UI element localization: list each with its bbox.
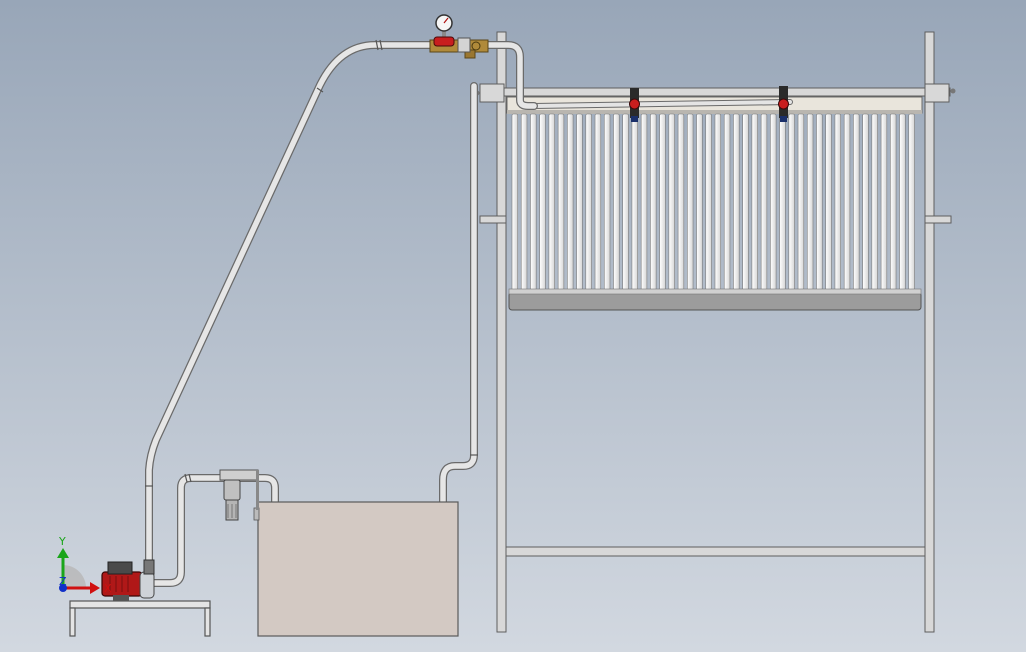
frame-post-right xyxy=(924,31,935,633)
y-axis-label: Y xyxy=(58,535,66,548)
membrane-fin xyxy=(714,113,722,291)
membrane-fin xyxy=(908,113,915,291)
inline-filter xyxy=(219,469,259,521)
frame-top-rail xyxy=(479,87,951,97)
membrane-fin xyxy=(668,113,675,291)
support-frame xyxy=(479,31,952,633)
pump-assembly xyxy=(101,559,155,601)
membrane-fin xyxy=(539,113,546,291)
membrane-fin xyxy=(890,113,897,291)
membrane-fin xyxy=(742,113,749,291)
pump-stand xyxy=(69,600,211,637)
membrane-fin xyxy=(871,113,878,291)
membrane-fin xyxy=(770,113,777,291)
membrane-fin xyxy=(567,113,574,291)
membrane-fin xyxy=(585,113,592,291)
membrane-fin xyxy=(576,113,583,291)
membrane-fin xyxy=(705,113,712,291)
membrane-fin xyxy=(899,113,906,291)
membrane-fin xyxy=(843,113,851,291)
pipe-couplings xyxy=(145,39,478,487)
membrane-fin xyxy=(751,113,758,291)
membrane-fin xyxy=(622,113,629,291)
module-tray-lip xyxy=(508,288,922,295)
frame-mount-right xyxy=(924,215,952,224)
membrane-fin xyxy=(779,113,786,291)
module-header-shadow xyxy=(507,110,922,114)
frame-bracket-left xyxy=(479,83,505,103)
membrane-fin xyxy=(631,113,638,291)
membrane-fin xyxy=(603,113,611,291)
membrane-fin xyxy=(530,113,537,291)
membrane-fin xyxy=(511,113,519,291)
membrane-fin xyxy=(659,113,666,291)
valve-body xyxy=(457,37,471,53)
frame-bracket-right xyxy=(924,83,950,103)
membrane-fin xyxy=(696,113,703,291)
membrane-fin xyxy=(788,113,795,291)
membrane-fin xyxy=(677,113,685,291)
pressure-gauge-assembly xyxy=(429,14,489,59)
x-arrow-head-icon xyxy=(90,582,100,594)
membrane-fin xyxy=(613,113,620,291)
membrane-fin xyxy=(797,113,805,291)
membrane-fin xyxy=(650,113,657,291)
membrane-fin xyxy=(880,113,888,291)
y-arrow-head-icon xyxy=(57,548,69,558)
pipework xyxy=(145,41,538,587)
header-valve xyxy=(778,86,789,122)
frame-crossbar-lower xyxy=(505,546,926,557)
distribution-pipe-core xyxy=(532,100,792,108)
membrane-fin xyxy=(760,113,768,291)
x-axis-label: X xyxy=(104,582,112,595)
membrane-module xyxy=(506,96,923,311)
membrane-fin xyxy=(862,113,869,291)
membrane-fin xyxy=(733,113,740,291)
z-axis-dot-icon xyxy=(59,584,67,592)
z-axis-label: Z xyxy=(59,575,67,588)
frame-mount-left xyxy=(479,215,507,224)
membrane-fin xyxy=(548,113,555,291)
membrane-fin xyxy=(806,113,814,291)
membrane-fin xyxy=(825,113,832,291)
membrane-fin xyxy=(834,113,841,291)
axes-triad: Y Z X xyxy=(57,535,112,595)
membrane-fin xyxy=(723,113,731,291)
frame-post-left xyxy=(496,31,507,633)
membrane-fin xyxy=(853,113,860,291)
valve-handle-icon xyxy=(433,36,455,47)
membrane-fin xyxy=(520,113,528,291)
module-tray xyxy=(508,291,922,311)
membrane-fin xyxy=(557,113,565,291)
bolt-icon xyxy=(950,88,956,94)
header-valve xyxy=(629,88,640,122)
membrane-fin xyxy=(640,113,648,291)
reservoir-tank xyxy=(257,501,459,637)
membrane-fin xyxy=(687,113,694,291)
membrane-fin xyxy=(594,113,602,291)
membrane-fin xyxy=(816,113,823,291)
triad-arc xyxy=(63,565,86,588)
